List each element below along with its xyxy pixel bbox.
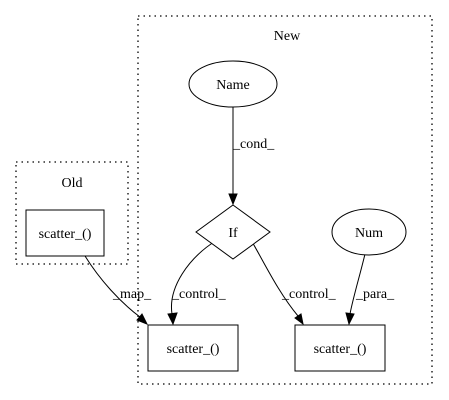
edge-num-to-right-scatter-line — [349, 253, 366, 315]
edge-if-to-right-scatter-arrowhead — [294, 313, 304, 326]
node-old-scatter-label: scatter_() — [39, 227, 92, 242]
node-if-diamond — [195, 204, 271, 260]
cluster-new-border — [137, 15, 433, 385]
node-name-ellipse — [188, 60, 278, 108]
node-new-scatter-right-label: scatter_() — [314, 342, 367, 357]
edge-if-to-right-scatter: _control_ — [250, 239, 337, 326]
node-if-label: If — [228, 226, 238, 241]
edge-num-to-right-scatter: _para_ — [345, 253, 395, 326]
node-new-scatter-right: scatter_() — [294, 324, 386, 372]
node-num: Num — [331, 208, 407, 256]
edge-name-to-if: _cond_ — [228, 107, 275, 206]
node-name-label: Name — [216, 78, 249, 93]
cluster-new: New — [137, 15, 433, 385]
node-num-label: Num — [355, 226, 383, 241]
edge-num-to-right-scatter-arrowhead — [345, 312, 355, 326]
edge-if-to-left-scatter-line — [171, 239, 218, 315]
node-new-scatter-right-box — [294, 324, 386, 372]
edge-label-para: _para_ — [355, 287, 395, 302]
node-new-scatter-left-label: scatter_() — [167, 342, 220, 357]
edge-if-to-left-scatter-arrowhead — [167, 312, 178, 326]
node-num-ellipse — [331, 208, 407, 256]
cluster-old-border — [15, 161, 129, 265]
edge-name-to-if-arrowhead — [228, 193, 238, 206]
node-new-scatter-left-box — [147, 324, 239, 372]
edge-old-to-left-scatter-arrowhead — [136, 313, 149, 325]
node-if: If — [195, 204, 271, 260]
edge-old-to-left-scatter: _map_ — [84, 255, 152, 325]
cluster-new-label: New — [274, 29, 301, 44]
edge-if-to-right-scatter-line — [250, 239, 299, 317]
node-new-scatter-left: scatter_() — [147, 324, 239, 372]
edge-label-control-left: _control_ — [171, 287, 227, 302]
cluster-old: Old — [15, 161, 129, 265]
cluster-old-label: Old — [62, 176, 83, 191]
node-name: Name — [188, 60, 278, 108]
edge-label-control-right: _control_ — [281, 287, 337, 302]
node-old-scatter: scatter_() — [25, 209, 105, 257]
node-old-scatter-box — [25, 209, 105, 257]
edge-label-cond: _cond_ — [232, 137, 275, 152]
edge-label-map: _map_ — [112, 287, 152, 302]
edge-old-to-left-scatter-line — [84, 255, 141, 318]
edge-if-to-left-scatter: _control_ — [167, 239, 227, 326]
